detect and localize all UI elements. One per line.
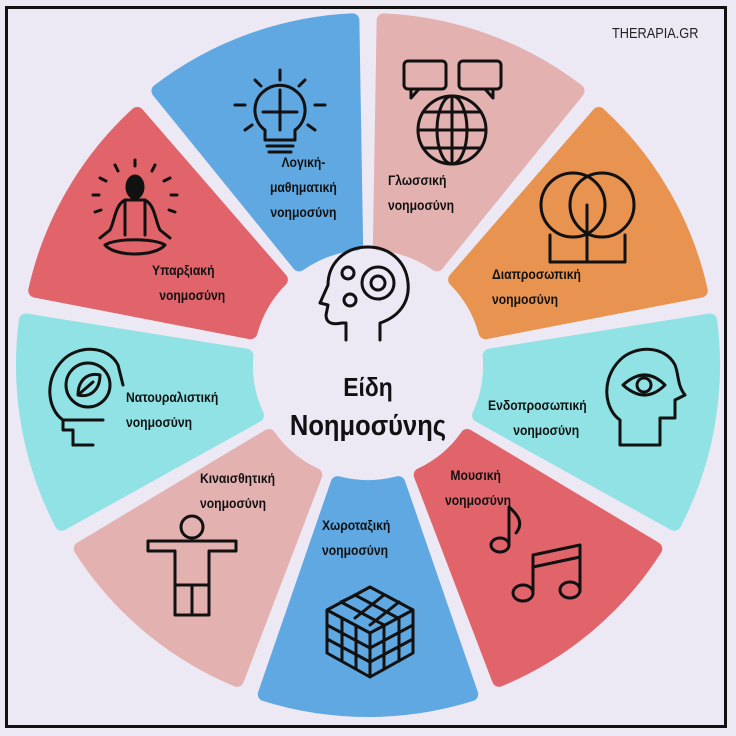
center-title-line1: Είδη xyxy=(343,372,393,402)
sector-naturalist xyxy=(16,313,264,531)
lightbulb-puzzle-icon xyxy=(233,68,327,154)
center-title-line2: Νοημοσύνης xyxy=(289,410,447,442)
person-icon xyxy=(146,514,238,617)
brain-gears-icon xyxy=(318,245,410,342)
two-heads-icon xyxy=(539,171,636,264)
speech-globe-icon xyxy=(402,59,503,166)
cube-icon xyxy=(325,585,415,679)
eye-head-icon xyxy=(605,347,687,447)
sector-logical xyxy=(151,13,364,272)
sector-spatial xyxy=(257,476,479,717)
logo-text: THERAPIA.GR xyxy=(612,25,699,42)
sector-interpersonal xyxy=(448,106,708,340)
leaf-head-icon xyxy=(48,347,125,447)
music-notes-icon xyxy=(489,505,582,603)
meditation-icon xyxy=(91,158,179,256)
sector-bodily xyxy=(73,429,323,687)
sector-linguistic xyxy=(372,13,585,272)
sector-musical xyxy=(413,429,663,687)
image-frame xyxy=(5,6,727,728)
sector-intrapersonal xyxy=(472,313,720,531)
